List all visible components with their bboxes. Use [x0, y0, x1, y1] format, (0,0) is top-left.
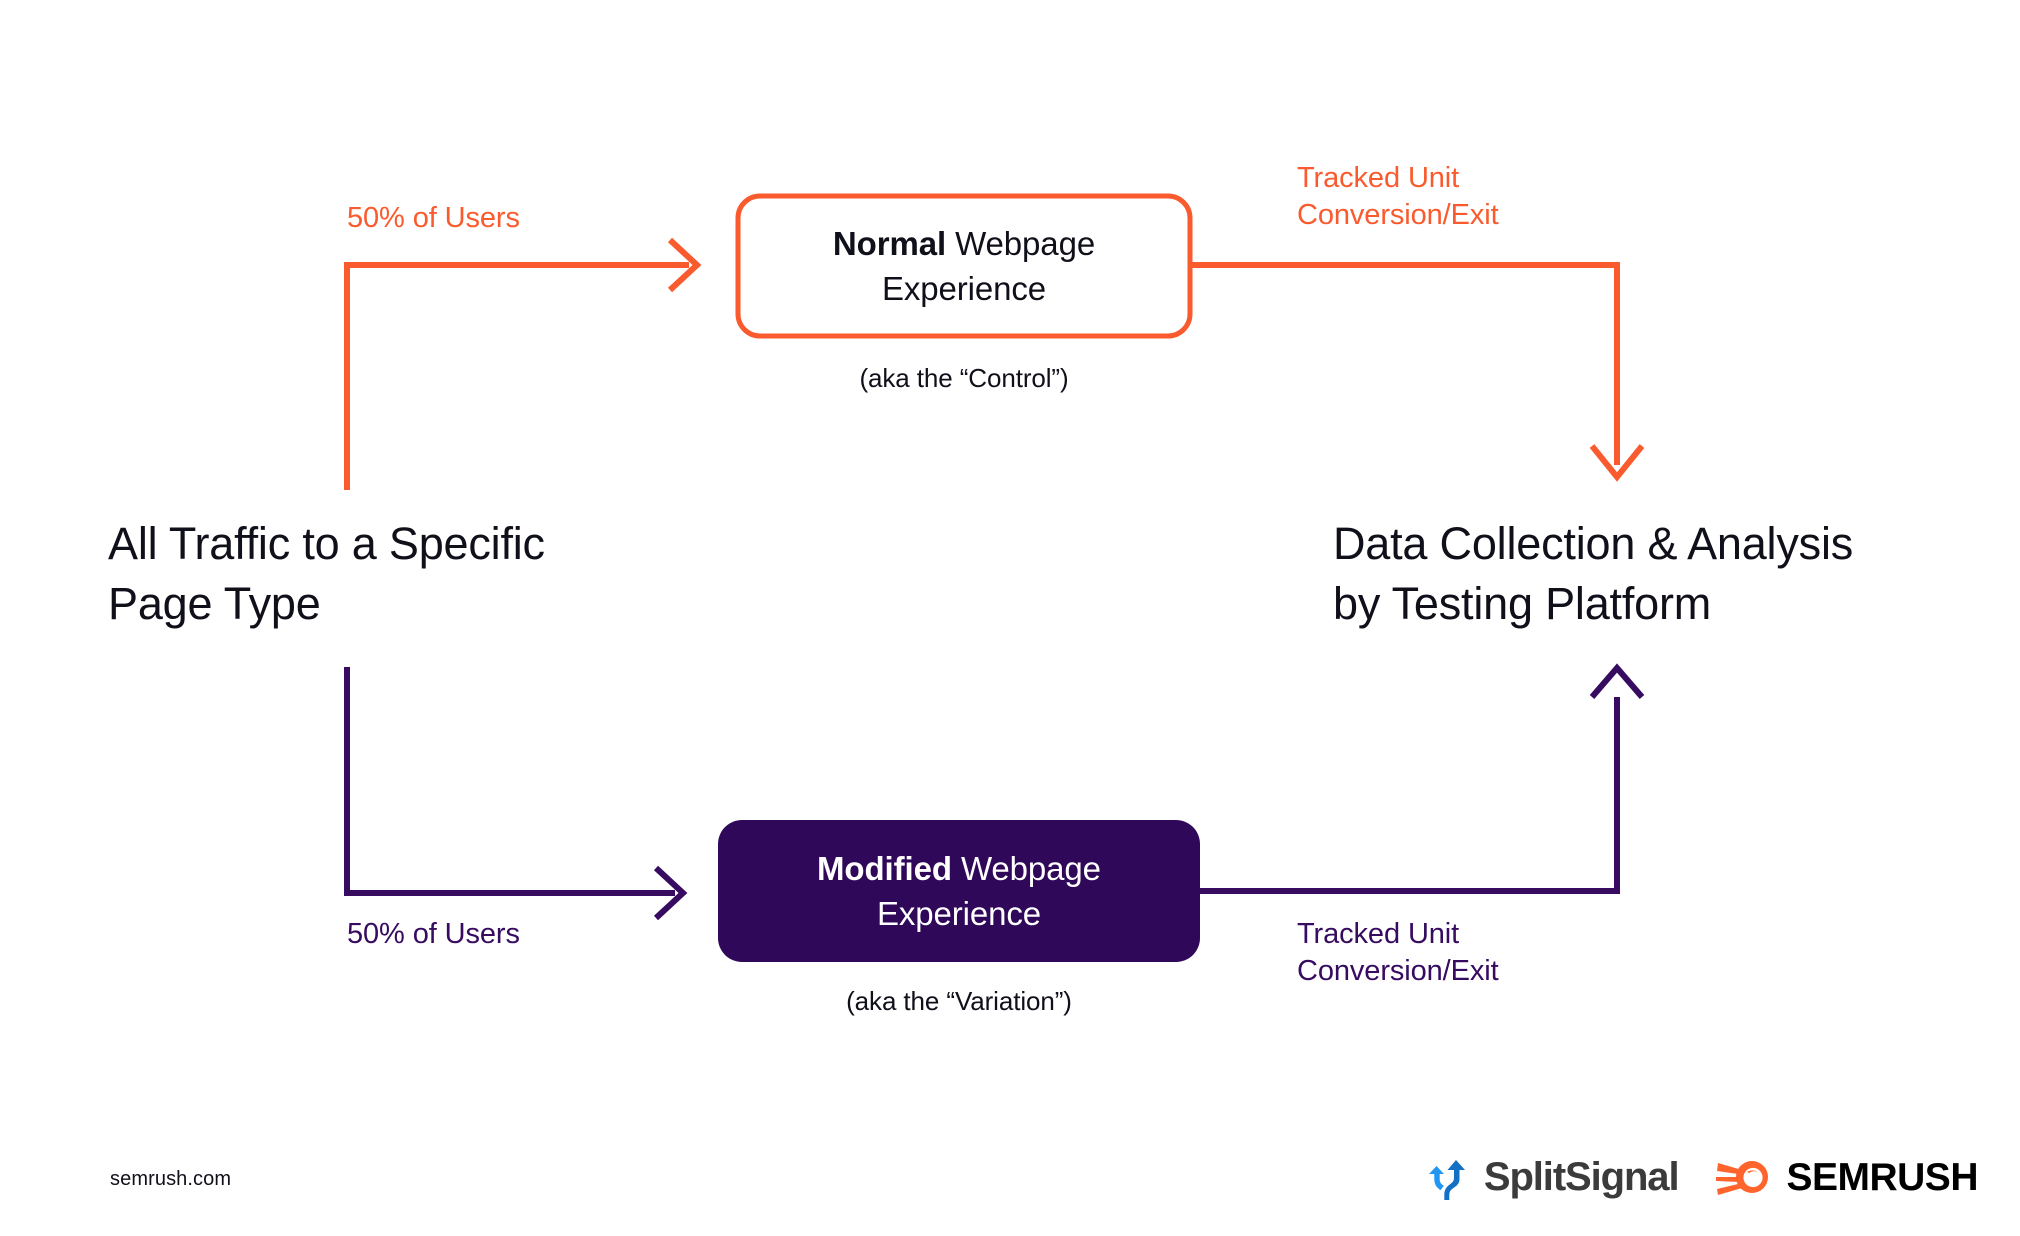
semrush-wordmark: SEMRUSH [1786, 1155, 1978, 1199]
control-box-bold-word: Normal [832, 225, 947, 262]
control-box-line2: Experience [881, 270, 1047, 307]
splitsignal-logo[interactable]: SplitSignal [1428, 1154, 1680, 1200]
site-url-label: semrush.com [110, 1168, 232, 1190]
control-outcome-label: Tracked Unit Conversion/Exit [1297, 162, 1499, 231]
variation-box-bold-word: Modified [817, 850, 952, 887]
connector-traffic-to-variation [344, 667, 688, 921]
variation-box-rest-word: Webpage [951, 850, 1101, 887]
control-aka-caption: (aka the “Control”) [859, 363, 1069, 393]
semrush-comet-icon [1716, 1154, 1774, 1200]
connector-variation-to-analysis [1197, 663, 1645, 894]
variation-outcome-label: Tracked Unit Conversion/Exit [1297, 918, 1499, 987]
variation-box[interactable] [718, 820, 1200, 962]
connector-control-to-analysis [1187, 262, 1645, 482]
variation-box-label: Modified Webpage Experience [718, 846, 1200, 936]
variation-box-line2: Experience [876, 895, 1042, 932]
splitsignal-wordmark: SplitSignal [1483, 1155, 1680, 1199]
footer-logos: SplitSignal SEMRUSH [1428, 1154, 1978, 1200]
result-node-label: Data Collection & Analysis by Testing Pl… [1333, 518, 1854, 629]
control-box-label: Normal Webpage Experience [738, 221, 1190, 311]
connector-traffic-to-control [344, 237, 702, 490]
split-arrows-icon [1428, 1154, 1472, 1200]
control-box[interactable] [735, 193, 1193, 339]
control-split-label: 50% of Users [347, 202, 520, 234]
semrush-logo[interactable]: SEMRUSH [1716, 1154, 1978, 1200]
variation-split-label: 50% of Users [347, 918, 520, 950]
control-box-rest-word: Webpage [946, 225, 1096, 262]
variation-aka-caption: (aka the “Variation”) [846, 986, 1072, 1016]
source-node-label: All Traffic to a Specific Page Type [108, 518, 545, 629]
